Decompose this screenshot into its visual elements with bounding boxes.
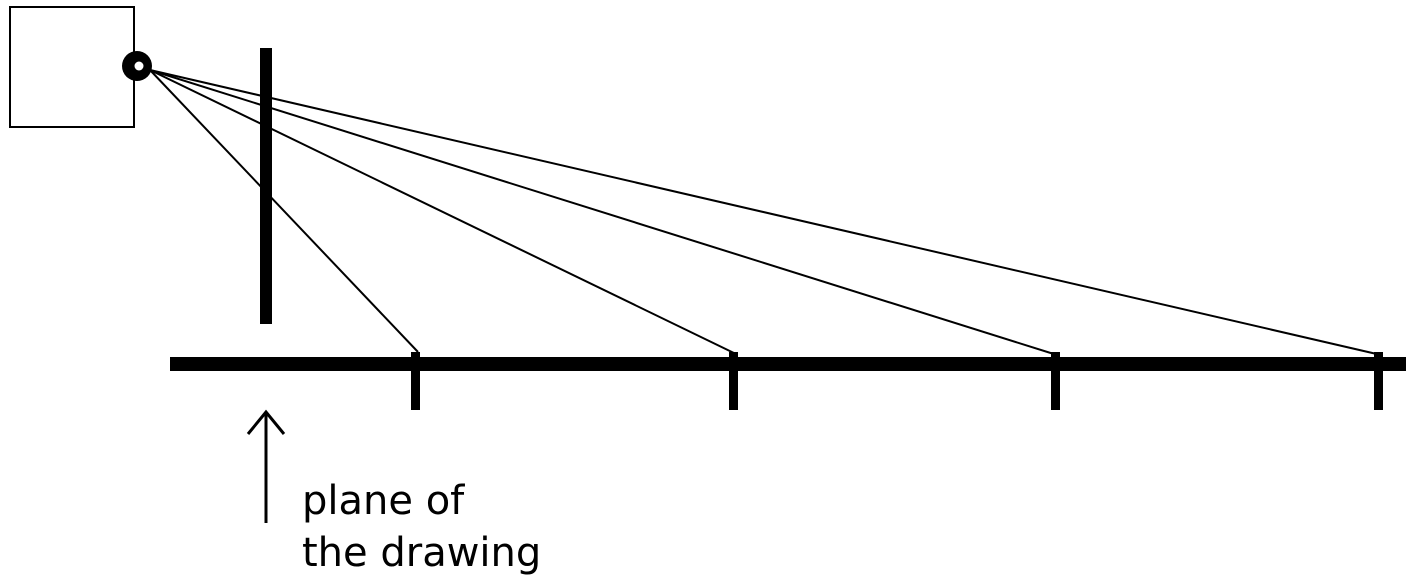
- ground-line: [170, 357, 1406, 371]
- picture-plane-bar: [260, 48, 272, 324]
- up-arrow-icon: [246, 409, 286, 523]
- sight-lines: [149, 69, 1382, 356]
- ground-tick-2: [729, 352, 738, 410]
- sight-line-1: [149, 69, 419, 353]
- eye-pupil: [134, 61, 144, 71]
- caption-line-2: the drawing: [302, 530, 542, 576]
- caption-line-1: plane of: [302, 478, 465, 524]
- sight-line-3: [149, 69, 1058, 356]
- ground-tick-3: [1051, 352, 1060, 410]
- ground-ticks: [411, 352, 1383, 410]
- ground-tick-1: [411, 352, 420, 410]
- sight-line-4: [149, 69, 1382, 356]
- sight-line-2: [149, 69, 737, 355]
- viewer-head-box: [9, 6, 135, 128]
- ground-tick-4: [1374, 352, 1383, 410]
